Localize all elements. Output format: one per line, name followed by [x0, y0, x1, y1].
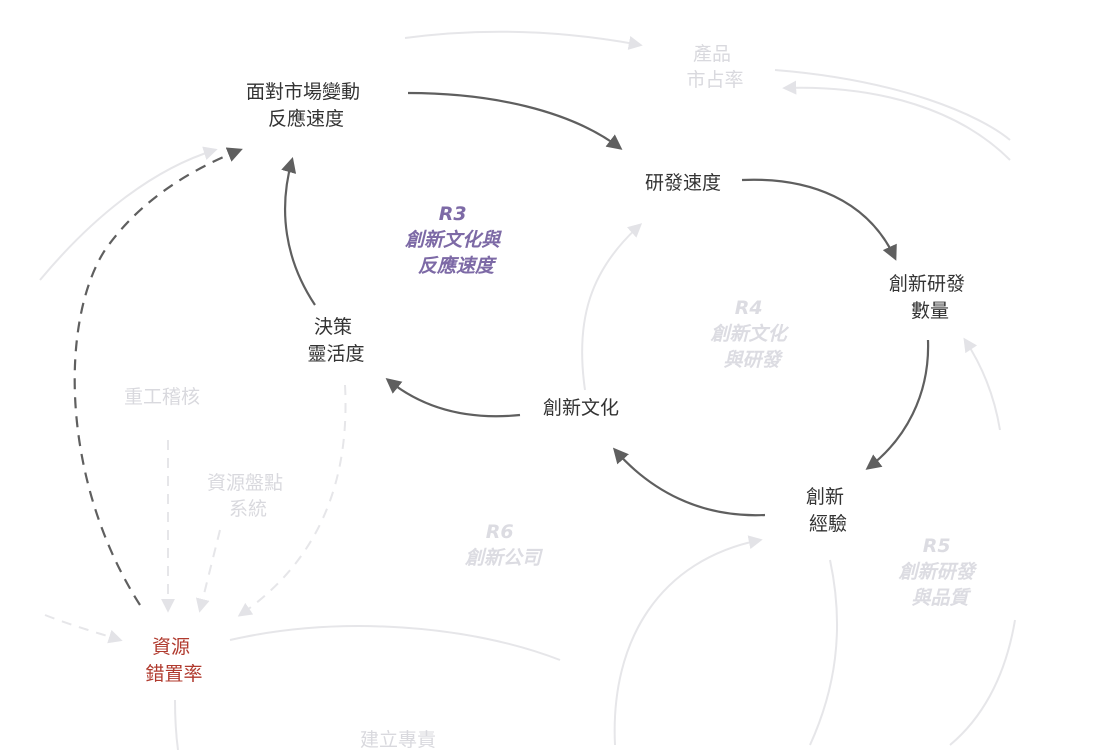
link-flexibility-to-response: [281, 157, 316, 306]
faded-nodes: 產品 市占率 重工稽核 資源盤點 系統 建立專責: [124, 43, 744, 750]
faded-dash-2: [195, 529, 221, 613]
link-rd-count-to-experience: [865, 339, 930, 470]
node-product-market-share: 產品 市占率: [686, 43, 743, 91]
main-nodes: 面對市場變動 反應速度 研發速度 創新研發 數量 創新 經驗 創新文化 決策 靈…: [145, 81, 971, 685]
faded-link-10: [229, 625, 561, 661]
node-innovation-experience: 創新 經驗: [806, 486, 850, 535]
faded-link-3: [774, 69, 1011, 141]
faded-link-9: [949, 619, 1016, 746]
faded-link-7: [613, 535, 763, 746]
main-links: [73, 91, 930, 606]
node-build-specialist: 建立專責: [360, 729, 436, 750]
faded-link-2: [782, 80, 1011, 161]
node-decision-flexibility: 決策 靈活度: [307, 316, 364, 365]
node-resource-inventory: 資源盤點 系統: [207, 472, 289, 520]
link-rd-speed-to-rd-count: [741, 178, 897, 261]
node-resource-misallocation: 資源 錯置率: [145, 636, 202, 685]
background-links: [39, 30, 1016, 750]
faded-link-11: [174, 699, 179, 750]
faded-loop-labels: R4 創新文化 與研發 R5 創新研發 與品質 R6 創新公司: [464, 297, 982, 609]
faded-dash-4: [44, 614, 123, 644]
link-response-to-rd-speed: [407, 91, 623, 150]
node-reorganize: 重工稽核: [124, 386, 200, 408]
faded-link-5: [963, 337, 1001, 431]
faded-dash-3: [237, 384, 347, 617]
node-market-response-speed: 面對市場變動 反應速度: [246, 81, 366, 130]
faded-link-8: [809, 559, 838, 746]
node-innovation-culture: 創新文化: [543, 397, 619, 419]
loop-r4: R4 創新文化 與研發: [710, 297, 794, 371]
link-misallocation-to-response: [73, 147, 243, 606]
link-experience-to-culture: [612, 447, 766, 517]
loop-r3: R3 創新文化與 反應速度: [404, 203, 507, 277]
link-culture-to-flexibility: [385, 378, 521, 418]
node-innovation-rd-count: 創新研發 數量: [889, 273, 971, 322]
loop-r5: R5 創新研發 與品質: [898, 535, 982, 609]
loop-r6: R6 創新公司: [464, 521, 544, 569]
faded-link-4: [39, 146, 218, 281]
faded-link-1: [404, 30, 643, 50]
node-rd-speed: 研發速度: [645, 172, 721, 194]
faded-link-6: [581, 223, 643, 391]
